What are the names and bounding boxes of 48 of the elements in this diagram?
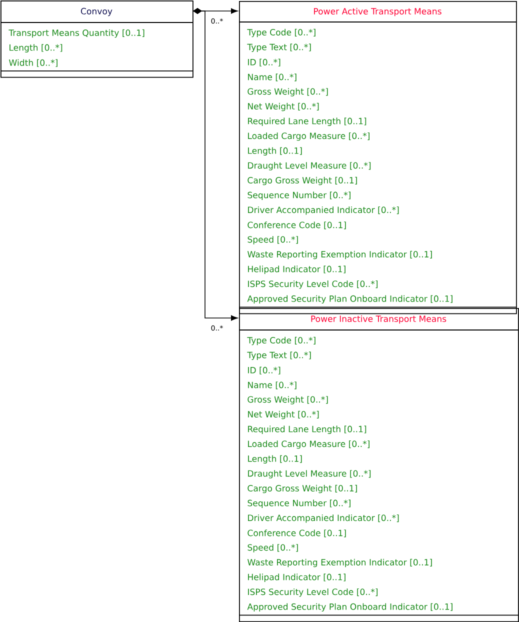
attribute-text: Conference Code [0..1] [248, 530, 346, 538]
class-box [238, 1, 517, 314]
attribute-text: Sequence Number [0..*] [248, 192, 350, 200]
attribute-text: Width [0..*] [8, 59, 58, 67]
attribute-text: Type Text [0..*] [247, 44, 311, 52]
attribute-text: Name [0..*] [248, 74, 296, 82]
class-box [238, 308, 519, 622]
class-name: Power Inactive Transport Means [311, 315, 446, 324]
attribute-text: Cargo Gross Weight [0..1] [248, 176, 357, 186]
attribute-text: Sequence Number [0..*] [248, 500, 350, 508]
attribute-text: Type Code [0..*] [247, 28, 316, 38]
attribute-text: Loaded Cargo Measure [0..*] [248, 132, 370, 141]
attribute-text: Approved Security Plan Onboard Indicator [0..1] [247, 295, 452, 304]
attribute-text: Helipad Indicator [0..1] [248, 574, 346, 582]
attribute-text: Transport Means Quantity [0..1] [8, 29, 144, 38]
attribute-text: Cargo Gross Weight [0..1] [248, 484, 357, 494]
attribute-text: Type Code [0..*] [247, 336, 316, 346]
attribute-text: Draught Level Measure [0..*] [248, 470, 371, 478]
attribute-text: Approved Security Plan Onboard Indicator [0..1] [247, 603, 452, 612]
attribute-text: Gross Weight [0..*] [248, 88, 328, 96]
attribute-text: ID [0..*] [248, 58, 280, 66]
class-box [0, 0, 194, 78]
attribute-text: Speed [0..*] [248, 544, 298, 552]
attribute-text: Length [0..1] [248, 147, 302, 156]
attribute-text: Speed [0..*] [248, 236, 298, 244]
composition-arrow [192, 8, 238, 321]
attribute-text: ISPS Security Level Code [0..*] [248, 280, 378, 289]
attribute-text: Driver Accompanied Indicator [0..*] [248, 514, 399, 523]
attribute-text: Type Text [0..*] [247, 352, 311, 360]
attribute-text: Driver Accompanied Indicator [0..*] [248, 206, 399, 215]
attribute-text: Conference Code [0..1] [248, 222, 346, 230]
attribute-text: Required Lane Length [0..1] [248, 118, 366, 126]
attribute-text: Helipad Indicator [0..1] [248, 266, 346, 274]
attribute-text: Required Lane Length [0..1] [248, 426, 366, 434]
attribute-text: Net Weight [0..*] [248, 410, 319, 420]
attribute-text: ID [0..*] [248, 366, 280, 374]
attribute-text: Loaded Cargo Measure [0..*] [248, 440, 370, 449]
attribute-text: Waste Reporting Exemption Indicator [0..1] [247, 558, 432, 568]
attribute-text: Length [0..*] [10, 44, 62, 52]
attribute-text: Waste Reporting Exemption Indicator [0..1] [247, 250, 432, 260]
attribute-text: Net Weight [0..*] [248, 102, 319, 112]
class-name: Convoy [80, 8, 112, 16]
attribute-text: Gross Weight [0..*] [248, 396, 328, 404]
attribute-text: Length [0..1] [248, 455, 302, 464]
attribute-text: Draught Level Measure [0..*] [248, 162, 371, 170]
class-name: Power Active Transport Means [314, 8, 442, 16]
attribute-text: ISPS Security Level Code [0..*] [248, 588, 378, 597]
attribute-text: Name [0..*] [248, 382, 296, 390]
